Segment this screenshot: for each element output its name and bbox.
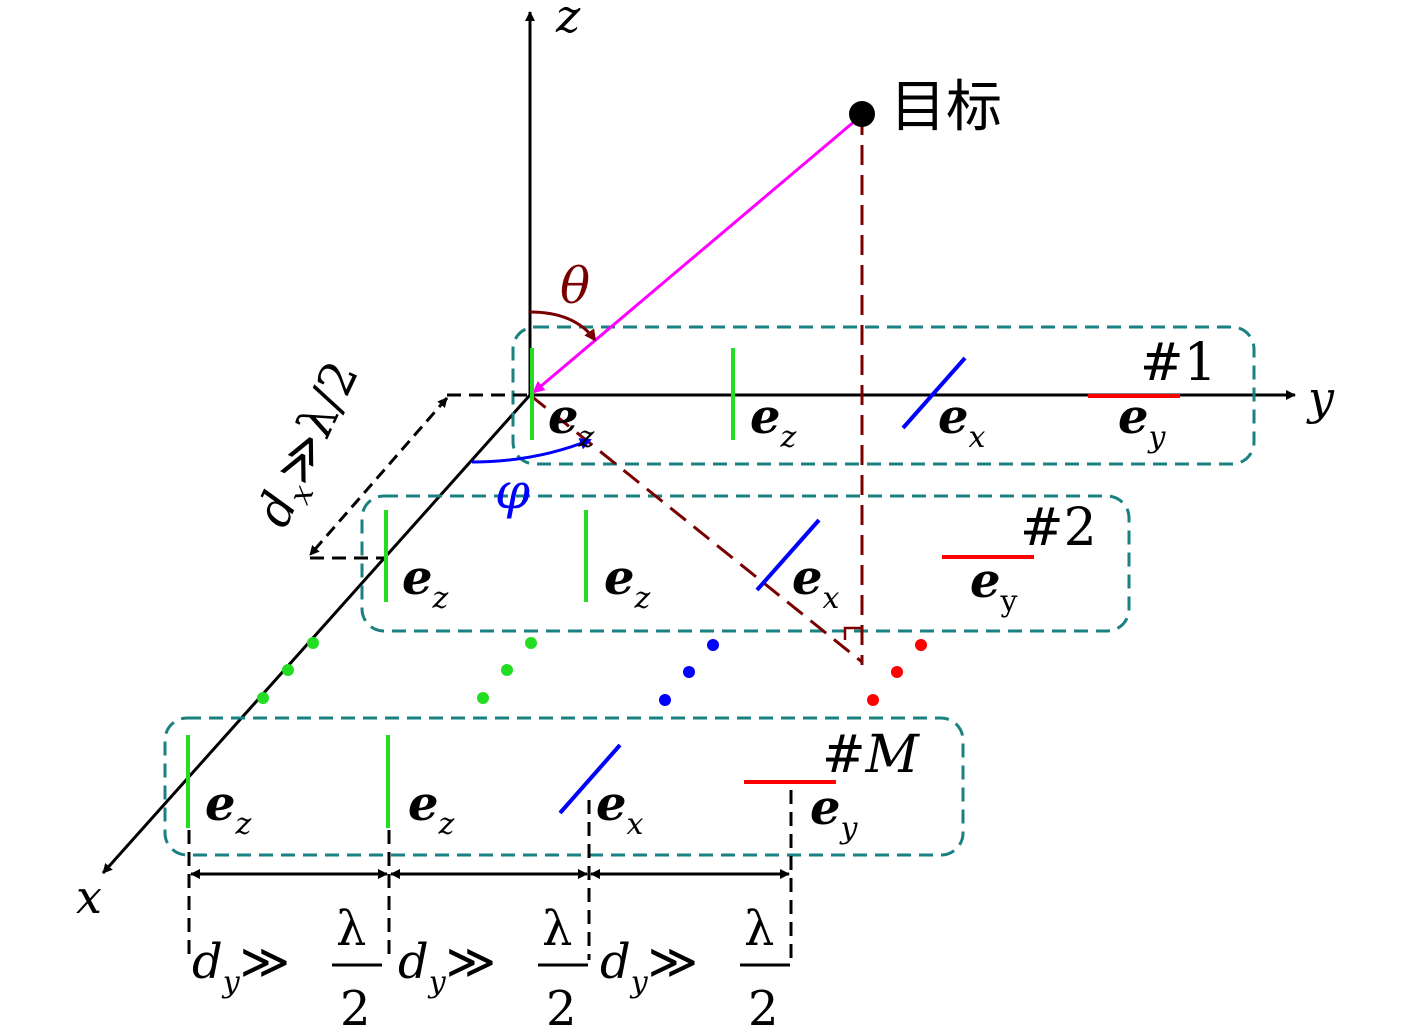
svg-text:λ: λ bbox=[744, 901, 774, 957]
subarray-m-label: #M bbox=[822, 725, 921, 785]
y-axis-label: y bbox=[1306, 371, 1335, 425]
subarray-m-element-label-3: ex bbox=[596, 776, 644, 842]
svg-text:λ: λ bbox=[336, 901, 366, 957]
subarray-1-ex-element bbox=[901, 356, 967, 430]
subarray-1-element-label-1: ez bbox=[548, 389, 595, 455]
subarray-2-box bbox=[360, 494, 1131, 633]
subarray-m-ex-element bbox=[558, 743, 622, 815]
theta-label: θ bbox=[560, 257, 590, 315]
subarray-m-element-label-4: ey bbox=[810, 780, 859, 846]
dx-spacing-label: dx≫λ/2 bbox=[245, 353, 375, 538]
svg-text:2: 2 bbox=[340, 981, 371, 1035]
subarray-m-element-label-1: ez bbox=[205, 776, 252, 842]
dy-extension-lines bbox=[187, 790, 793, 960]
subarray-m-element-label-2: ez bbox=[408, 776, 455, 842]
svg-text:2: 2 bbox=[748, 981, 779, 1035]
svg-text:dy≫: dy≫ bbox=[398, 934, 496, 1000]
z-axis-label: z bbox=[555, 0, 581, 43]
dy-spacing-label-1: dy≫ λ 2 bbox=[192, 901, 382, 1035]
subarray-2-label: #2 bbox=[1020, 498, 1097, 558]
phi-arc bbox=[471, 438, 592, 464]
dy-spacing-label-2: dy≫ λ 2 bbox=[398, 901, 588, 1035]
subarray-2-element-label-1: ez bbox=[402, 550, 449, 616]
x-axis bbox=[101, 394, 532, 874]
dy-spacing-label-3: dy≫ λ 2 bbox=[600, 901, 790, 1035]
subarray-2-ex-element bbox=[755, 518, 821, 592]
subarray-2-element-label-4: ey bbox=[970, 553, 1018, 619]
svg-text:λ: λ bbox=[542, 901, 572, 957]
continuation-dots bbox=[257, 637, 927, 706]
svg-text:dx≫λ/2: dx≫λ/2 bbox=[245, 353, 375, 538]
subarray-1-label: #1 bbox=[1140, 333, 1217, 393]
right-angle-mark bbox=[843, 626, 862, 640]
subarray-1-element-label-4: ey bbox=[1118, 389, 1167, 455]
target-point bbox=[849, 101, 875, 127]
subarray-1-element-label-2: ez bbox=[750, 389, 797, 455]
theta-arc bbox=[529, 310, 597, 342]
svg-text:dy≫: dy≫ bbox=[600, 934, 698, 1000]
dx-dimension-arrow bbox=[308, 397, 449, 556]
phi-label: φ bbox=[495, 462, 530, 520]
subarray-1-element-label-3: ex bbox=[938, 389, 986, 455]
subarray-2-element-label-2: ez bbox=[604, 550, 651, 616]
svg-text:dy≫: dy≫ bbox=[192, 934, 290, 1000]
target-direction-line bbox=[532, 113, 863, 394]
target-label: 目标 bbox=[890, 75, 1002, 140]
x-axis-label: x bbox=[76, 870, 102, 924]
subarray-m-box bbox=[163, 716, 965, 857]
svg-text:2: 2 bbox=[546, 981, 577, 1035]
subarray-2-element-label-3: ex bbox=[792, 550, 840, 616]
